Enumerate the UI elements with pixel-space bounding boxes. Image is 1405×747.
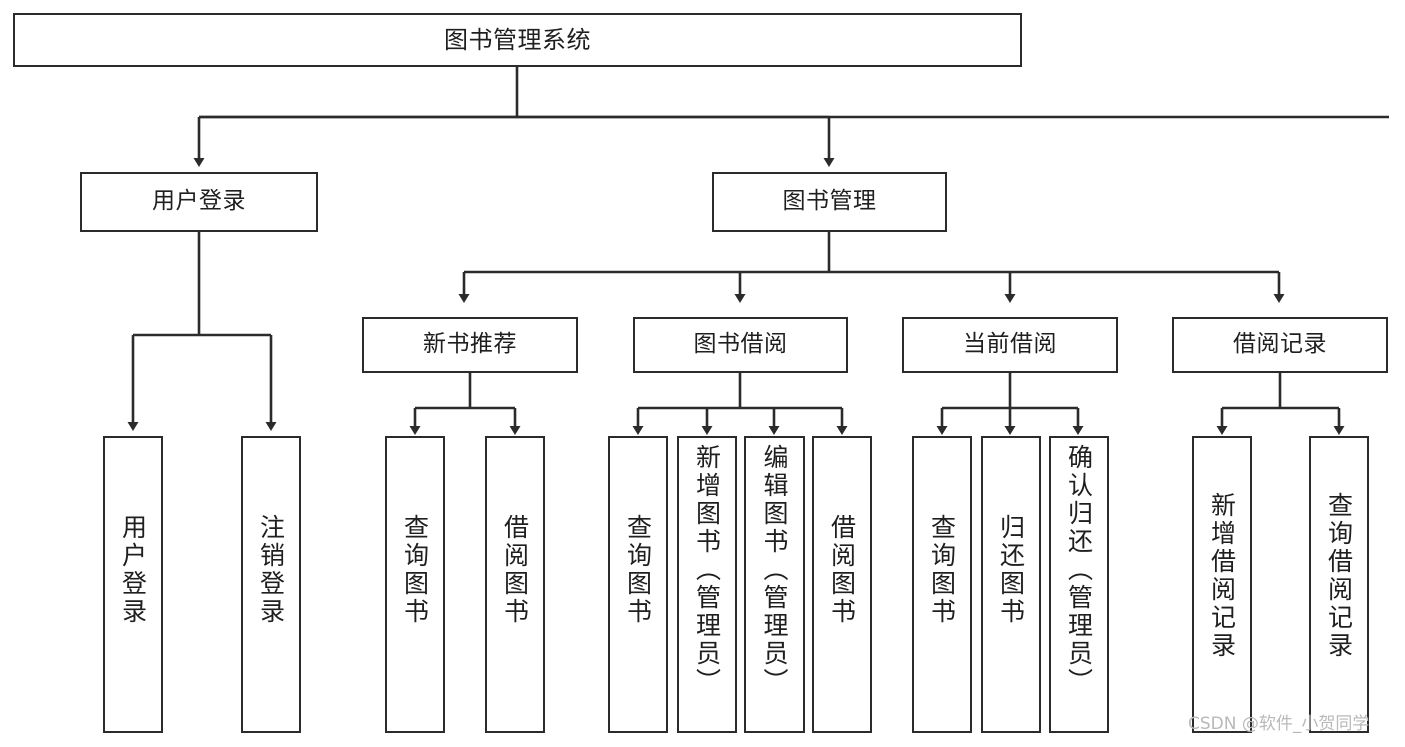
leaf-query-book-2[interactable]: 查询图书: [608, 436, 668, 733]
leaf-edit-book[interactable]: 编辑图书（管理员）: [744, 436, 805, 733]
node-user-login-label: 用户登录: [152, 188, 246, 215]
leaf-confirm-return-label: 确认归还（管理员）: [1064, 444, 1094, 696]
leaf-return-book-label: 归还图书: [996, 514, 1026, 626]
leaf-user-logout[interactable]: 注销登录: [241, 436, 301, 733]
node-root[interactable]: 图书管理系统: [13, 13, 1022, 67]
leaf-return-book[interactable]: 归还图书: [981, 436, 1041, 733]
node-book-management-label: 图书管理: [782, 188, 877, 215]
node-current-borrow-label: 当前借阅: [963, 331, 1057, 358]
leaf-borrow-book-2[interactable]: 借阅图书: [812, 436, 872, 733]
leaf-borrow-book-2-label: 借阅图书: [827, 514, 857, 626]
leaf-query-book-3-label: 查询图书: [927, 514, 957, 626]
leaf-user-logout-label: 注销登录: [256, 514, 286, 626]
node-root-label: 图书管理系统: [444, 25, 591, 54]
node-current-borrow[interactable]: 当前借阅: [902, 317, 1118, 373]
leaf-user-login[interactable]: 用户登录: [103, 436, 163, 733]
leaf-query-book-3[interactable]: 查询图书: [912, 436, 972, 733]
node-book-borrow[interactable]: 图书借阅: [633, 317, 848, 373]
leaf-query-record[interactable]: 查询借阅记录: [1309, 436, 1369, 733]
node-book-management[interactable]: 图书管理: [712, 172, 947, 232]
csdn-watermark: CSDN @软件_小贺同学: [1188, 714, 1370, 734]
leaf-query-book-1[interactable]: 查询图书: [385, 436, 445, 733]
leaf-add-book-label: 新增图书（管理员）: [692, 444, 722, 696]
node-new-book-recommend-label: 新书推荐: [423, 331, 517, 358]
leaf-borrow-book-1[interactable]: 借阅图书: [485, 436, 545, 733]
node-borrow-record[interactable]: 借阅记录: [1172, 317, 1388, 373]
leaf-edit-book-label: 编辑图书（管理员）: [760, 444, 789, 696]
leaf-add-book[interactable]: 新增图书（管理员）: [677, 436, 737, 733]
leaf-query-record-label: 查询借阅记录: [1324, 492, 1354, 660]
leaf-add-record[interactable]: 新增借阅记录: [1192, 436, 1252, 733]
leaf-borrow-book-1-label: 借阅图书: [500, 514, 530, 626]
leaf-add-record-label: 新增借阅记录: [1207, 492, 1237, 660]
node-borrow-record-label: 借阅记录: [1233, 331, 1327, 358]
leaf-query-book-1-label: 查询图书: [400, 514, 430, 626]
node-user-login[interactable]: 用户登录: [80, 172, 318, 232]
node-book-borrow-label: 图书借阅: [693, 331, 788, 358]
leaf-confirm-return[interactable]: 确认归还（管理员）: [1049, 436, 1109, 733]
leaf-query-book-2-label: 查询图书: [623, 514, 653, 626]
node-new-book-recommend[interactable]: 新书推荐: [362, 317, 578, 373]
leaf-user-login-label: 用户登录: [118, 514, 148, 626]
